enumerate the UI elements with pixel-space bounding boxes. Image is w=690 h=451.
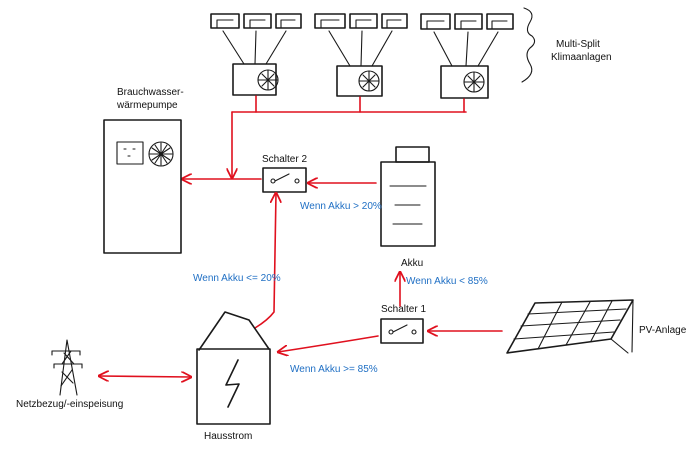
switch-icon	[380, 318, 424, 344]
curly-brace-icon	[521, 7, 536, 83]
akku-label: Akku	[401, 258, 423, 269]
ac-group-3	[420, 13, 514, 99]
split-indoor-unit-icon	[243, 13, 272, 29]
schalter1-label: Schalter 1	[381, 304, 426, 315]
solar-panel-icon	[506, 299, 634, 354]
ac-outdoor-unit-icon	[440, 65, 489, 99]
brauchwasser-label-line1: Brauchwasser-	[117, 87, 184, 98]
split-indoor-unit-icon	[381, 13, 408, 29]
ac-outdoor-unit-icon	[336, 65, 383, 97]
battery-icon	[380, 146, 436, 247]
heat-pump-icon	[103, 119, 182, 254]
split-indoor-unit-icon	[486, 13, 514, 30]
split-indoor-unit-icon	[210, 13, 240, 29]
condition-akku-lt-85: Wenn Akku < 85%	[406, 276, 488, 287]
ac-group-2	[314, 13, 408, 97]
ac-supply-lines	[182, 95, 467, 179]
split-indoor-unit-icon	[314, 13, 346, 29]
house-icon	[196, 311, 271, 425]
split-indoor-unit-icon	[275, 13, 302, 29]
multisplit-label-line1: Multi-Split	[556, 39, 600, 50]
ac-outdoor-unit-icon	[232, 63, 279, 96]
brauchwasser-label-line2: wärmepumpe	[116, 100, 178, 111]
condition-akku-le-20: Wenn Akku <= 20%	[193, 273, 281, 284]
condition-akku-gt-20: Wenn Akku > 20%	[300, 201, 382, 212]
lightning-icon	[225, 359, 240, 408]
netz-label: Netzbezug/-einspeisung	[16, 399, 123, 410]
split-indoor-unit-icon	[454, 13, 483, 30]
pv-label: PV-Anlage	[639, 325, 687, 336]
switch-icon	[262, 167, 307, 193]
condition-akku-ge-85: Wenn Akku >= 85%	[290, 364, 378, 375]
multisplit-label-line2: Klimaanlagen	[551, 52, 612, 63]
ac-group-1	[210, 13, 302, 96]
hausstrom-label: Hausstrom	[204, 431, 252, 442]
split-indoor-unit-icon	[420, 13, 451, 30]
schalter2-label: Schalter 2	[262, 154, 307, 165]
power-pylon-icon	[51, 339, 83, 396]
split-indoor-unit-icon	[349, 13, 378, 29]
